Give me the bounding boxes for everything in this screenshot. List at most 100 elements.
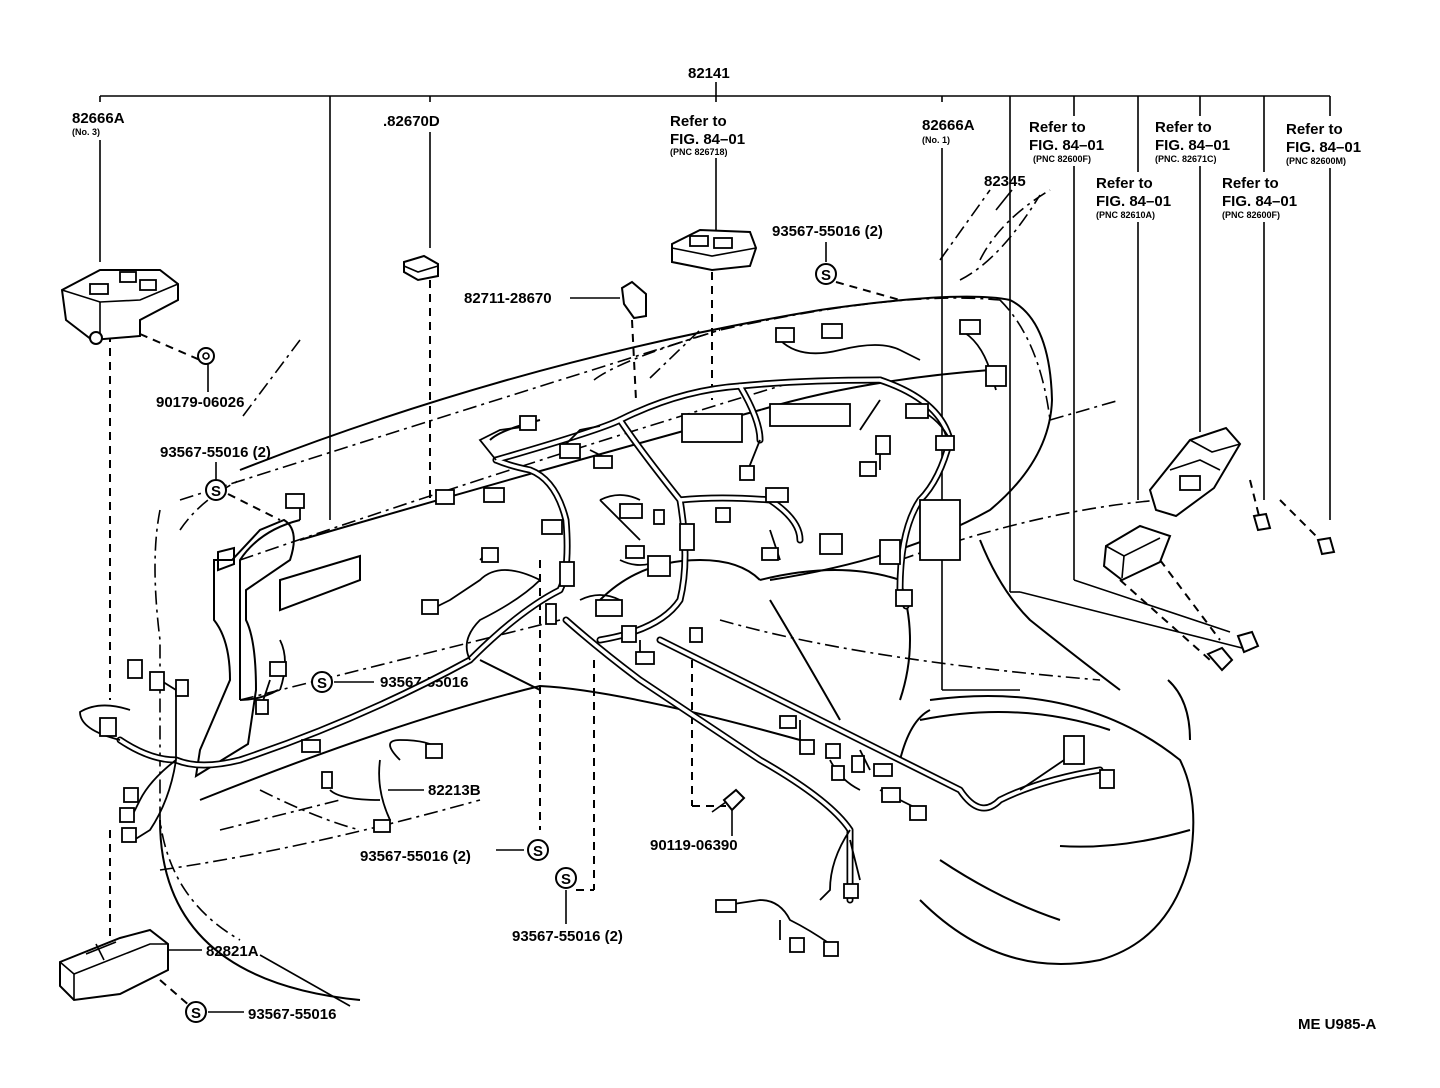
connector bbox=[559, 443, 581, 459]
clamp-symbol-bottom-a: S bbox=[527, 839, 549, 861]
label-clamp-bottom-b: 93567-55016 (2) bbox=[512, 928, 623, 945]
callout-82141: 82141 bbox=[688, 65, 730, 82]
svg-text:S: S bbox=[317, 675, 327, 692]
relay-socket bbox=[119, 271, 137, 283]
label-90119-06390: 90119-06390 bbox=[650, 837, 738, 854]
label-ref-82671c-pnc: (PNC. 82671C) bbox=[1155, 154, 1217, 164]
connector bbox=[715, 899, 737, 913]
relay-82671c bbox=[1148, 426, 1242, 518]
connector bbox=[647, 555, 671, 577]
connector bbox=[831, 765, 845, 781]
mount-tab bbox=[89, 331, 103, 345]
label-ref-82610a-fig: FIG. 84–01 bbox=[1096, 193, 1171, 210]
label-82821a: 82821A bbox=[206, 943, 259, 960]
block-socket bbox=[689, 235, 709, 247]
connector bbox=[681, 413, 743, 443]
relay-82610a bbox=[1102, 524, 1172, 582]
connector bbox=[769, 403, 851, 427]
connector bbox=[127, 659, 143, 679]
connector bbox=[545, 603, 557, 625]
connector bbox=[123, 787, 139, 803]
connector bbox=[653, 509, 665, 525]
label-82345: 82345 bbox=[984, 173, 1026, 190]
label-ref-82600f-a: Refer to bbox=[1029, 119, 1086, 136]
label-ref-826718-fig: FIG. 84–01 bbox=[670, 131, 745, 148]
clamp-symbols: S S S S S S bbox=[185, 263, 837, 1023]
label-ref-82600m: Refer to bbox=[1286, 121, 1343, 138]
label-clamp-bottom-left: 93567-55016 bbox=[248, 1006, 336, 1023]
connector bbox=[559, 561, 575, 587]
connector bbox=[985, 365, 1007, 387]
connector bbox=[541, 519, 563, 535]
label-82666a-no1-sub: (No. 1) bbox=[922, 135, 950, 145]
connector bbox=[825, 743, 841, 759]
connector bbox=[121, 827, 137, 843]
connector-82670d bbox=[403, 254, 439, 282]
small-relay-82600f-a bbox=[1206, 630, 1260, 672]
branch-wires bbox=[79, 329, 1071, 945]
connector bbox=[285, 493, 305, 509]
connectors bbox=[99, 319, 1115, 957]
label-clamp-left: 93567-55016 (2) bbox=[160, 444, 271, 461]
connector bbox=[959, 319, 981, 335]
connector bbox=[435, 489, 455, 505]
clamp-symbol-mid: S bbox=[311, 671, 333, 693]
connector bbox=[765, 487, 789, 503]
label-82666a-no3: 82666A bbox=[72, 110, 125, 127]
label-clamp-bottom-a: 93567-55016 (2) bbox=[360, 848, 471, 865]
bolt-90119-06390 bbox=[711, 788, 746, 813]
connector bbox=[99, 717, 117, 737]
label-ref-82600f-b-pnc: (PNC 82600F) bbox=[1222, 210, 1280, 220]
connector bbox=[621, 625, 637, 643]
relay-socket bbox=[139, 279, 157, 291]
connector bbox=[879, 539, 901, 565]
clamp-symbol-bottom-left: S bbox=[185, 1001, 207, 1023]
connector bbox=[175, 679, 189, 697]
leader-lines bbox=[99, 132, 1331, 1013]
block-826718 bbox=[671, 228, 758, 272]
label-82666a-no1: 82666A bbox=[922, 117, 975, 134]
label-clamp-top: 93567-55016 (2) bbox=[772, 223, 883, 240]
connector bbox=[859, 461, 877, 477]
connector bbox=[905, 403, 929, 419]
connector bbox=[819, 533, 843, 555]
connector bbox=[321, 771, 333, 789]
connector bbox=[679, 523, 695, 551]
connector bbox=[689, 627, 703, 643]
connector bbox=[821, 323, 843, 339]
label-ref-82610a: Refer to bbox=[1096, 175, 1153, 192]
connector bbox=[789, 937, 805, 953]
svg-text:S: S bbox=[561, 871, 571, 888]
module-82821a bbox=[59, 928, 169, 1002]
svg-text:S: S bbox=[821, 267, 831, 284]
connector bbox=[619, 503, 643, 519]
connector bbox=[373, 819, 391, 833]
connector bbox=[255, 699, 269, 715]
connector bbox=[595, 599, 623, 617]
small-relay-82600f-b bbox=[1252, 512, 1272, 532]
label-82213b: 82213B bbox=[428, 782, 481, 799]
connector bbox=[739, 465, 755, 481]
connector bbox=[935, 435, 955, 451]
relay-socket bbox=[1179, 475, 1201, 491]
connector bbox=[761, 547, 779, 561]
connector bbox=[421, 599, 439, 615]
connector bbox=[593, 455, 613, 469]
label-ref-82600f-a-pnc: (PNC 82600F) bbox=[1033, 154, 1091, 164]
connector bbox=[519, 415, 537, 431]
connector bbox=[149, 671, 165, 691]
connector bbox=[481, 547, 499, 563]
connector bbox=[715, 507, 731, 523]
relay-block-82666a-no3 bbox=[60, 269, 179, 345]
connector bbox=[799, 739, 815, 755]
connector bbox=[779, 715, 797, 729]
nut-90179-06026 bbox=[197, 347, 215, 365]
label-82666a-no3-sub: (No. 3) bbox=[72, 127, 100, 137]
callout-labels: 82666A (No. 3) .82670D Refer to FIG. 84–… bbox=[72, 110, 1377, 1033]
connector bbox=[425, 743, 443, 759]
label-ref-826718-pnc: (PNC 826718) bbox=[670, 147, 728, 157]
label-ref-82671c-fig: FIG. 84–01 bbox=[1155, 137, 1230, 154]
label-ref-82671c: Refer to bbox=[1155, 119, 1212, 136]
label-ref-826718: Refer to bbox=[670, 113, 727, 130]
